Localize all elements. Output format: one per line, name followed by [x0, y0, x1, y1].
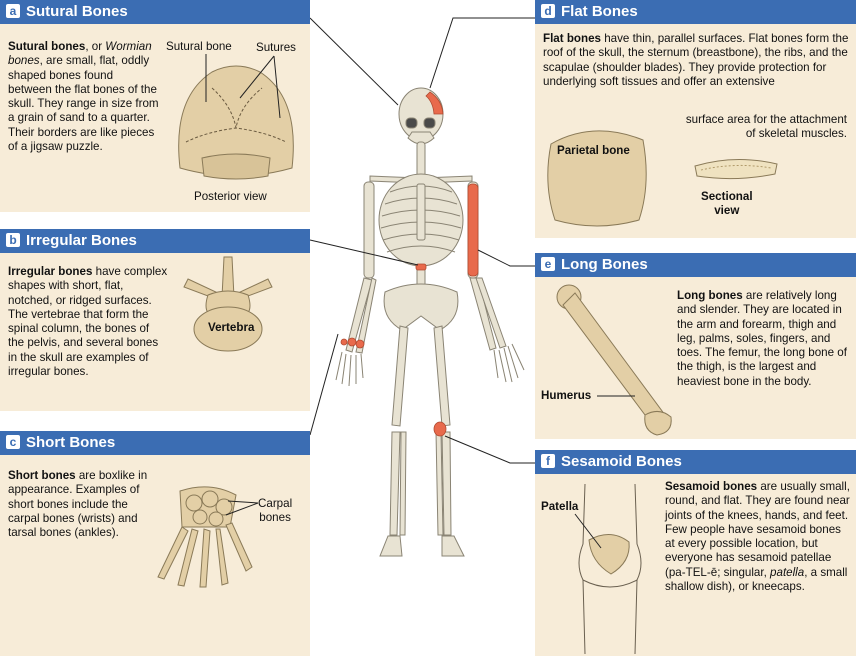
patella-shape — [588, 534, 630, 575]
knee-patella-illustration — [578, 483, 642, 655]
panel-header: a Sutural Bones — [0, 0, 310, 24]
panel-title: Irregular Bones — [26, 232, 137, 249]
panel-header: d Flat Bones — [535, 0, 856, 24]
panel-description: Short bones are boxlike in appearance. E… — [8, 469, 148, 540]
description-text: have thin, parallel surfaces. Flat bones… — [543, 32, 849, 88]
panel-description: Sesamoid bones are usually small, round,… — [665, 480, 853, 594]
pelvis — [383, 283, 459, 331]
panel-description: Irregular bones have complex shapes with… — [8, 265, 168, 379]
description-text: , are small, flat, oddly shaped bones fo… — [8, 54, 159, 154]
panel-letter: e — [541, 257, 555, 271]
label-vertebra: Vertebra — [208, 321, 255, 334]
description-text: have complex shapes with short, flat, no… — [8, 265, 168, 379]
panel-letter: c — [6, 435, 20, 449]
term: Flat bones — [543, 32, 601, 45]
description-text: are boxlike in appearance. Examples of s… — [8, 469, 148, 540]
panel-sutural-bones: a Sutural Bones Sutural bones, or Wormian… — [0, 0, 310, 212]
label-parietal-bone: Parietal bone — [557, 144, 630, 157]
description-end: , a small shallow dish), or kneecaps. — [665, 565, 848, 594]
panel-letter: d — [541, 4, 555, 18]
term: Irregular bones — [8, 265, 93, 278]
panel-sesamoid-bones: f Sesamoid Bones Sesamoid bones are usual… — [535, 450, 856, 656]
label-carpal-bones: Carpal bones — [258, 497, 293, 524]
term: Sutural bones — [8, 40, 86, 53]
panel-description: Sutural bones, or Wormian bones, are sma… — [8, 40, 160, 154]
panel-letter: b — [6, 233, 20, 247]
panel-header: b Irregular Bones — [0, 229, 310, 253]
humerus-label-leader — [597, 395, 635, 397]
skull-posterior-illustration — [178, 65, 294, 180]
panel-header: e Long Bones — [535, 253, 856, 277]
term-alt: Wormian bones — [8, 40, 152, 68]
description-text: are relatively long and slender. They ar… — [677, 289, 847, 388]
label-sutures: Sutures — [256, 41, 296, 54]
panel-title: Flat Bones — [561, 3, 638, 20]
panel-letter: f — [541, 454, 555, 468]
panel-letter: a — [6, 4, 20, 18]
panel-title: Short Bones — [26, 434, 116, 451]
term: Sesamoid bones — [665, 480, 758, 493]
panel-irregular-bones: b Irregular Bones Irregular bones have co… — [0, 229, 310, 411]
term: Short bones — [8, 469, 76, 482]
panel-description-tail: surface area for the attachment of skele… — [685, 113, 847, 141]
sutural-label-leaders — [205, 54, 281, 119]
panel-title: Sutural Bones — [26, 3, 128, 20]
panel-long-bones: e Long Bones Long bones are relatively lo… — [535, 253, 856, 439]
label-humerus: Humerus — [541, 389, 592, 402]
description-italic: patella — [770, 565, 805, 579]
skull-highlight — [425, 91, 444, 115]
carpal-highlight — [347, 337, 357, 347]
description-text: are usually small, round, and flat. They… — [665, 480, 850, 579]
hand-carpal-illustration — [157, 486, 253, 588]
panel-title: Long Bones — [561, 256, 648, 273]
panel-header: f Sesamoid Bones — [535, 450, 856, 474]
patella-label-leader — [574, 513, 602, 549]
skeleton-illustration — [335, 87, 525, 557]
panel-header: c Short Bones — [0, 431, 310, 455]
label-posterior-view: Posterior view — [194, 190, 267, 203]
label-sutural-bone: Sutural bone — [166, 40, 232, 53]
panel-description: Flat bones have thin, parallel surfaces.… — [543, 32, 849, 89]
patella-highlight — [433, 421, 447, 437]
carpal-label-leaders — [225, 500, 259, 516]
vertebra-highlight — [415, 263, 427, 271]
sectional-view-illustration — [694, 159, 778, 180]
parietal-bone-illustration — [547, 130, 647, 227]
humerus-illustration — [556, 284, 672, 436]
panel-flat-bones: d Flat Bones Flat bones have thin, parall… — [535, 0, 856, 238]
panel-title: Sesamoid Bones — [561, 453, 682, 470]
panel-description: Long bones are relatively long and slend… — [677, 289, 853, 389]
label-sectional-view: Sectional view — [701, 190, 753, 217]
panel-short-bones: c Short Bones Short bones are boxlike in … — [0, 431, 310, 656]
term-sep: , or — [85, 40, 106, 53]
term: Long bones — [677, 289, 743, 302]
label-patella: Patella — [541, 500, 579, 513]
vertebra-illustration — [183, 256, 273, 352]
humerus-highlight — [467, 183, 479, 277]
